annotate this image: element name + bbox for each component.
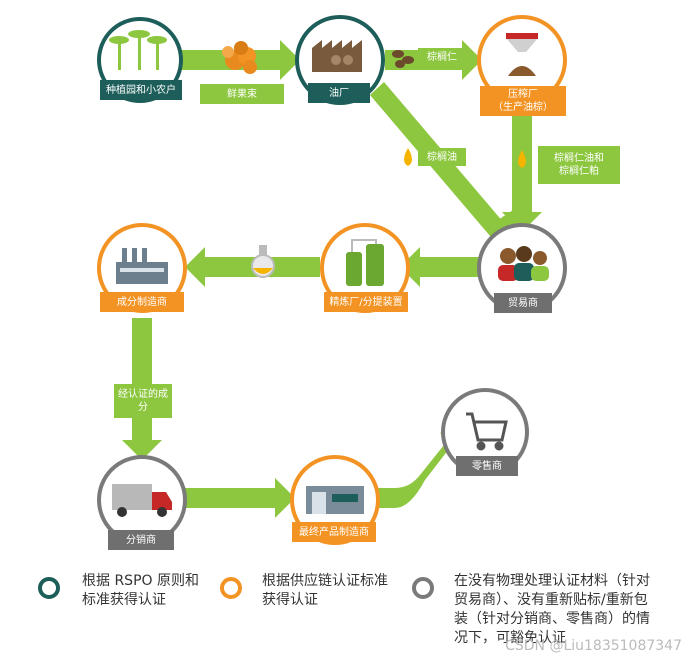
edge-label-kernel-oil: 棕榈仁油和 棕榈仁粕	[538, 146, 620, 184]
label-refinery: 精炼厂/分提装置	[324, 292, 408, 312]
shopping-cart-icon	[466, 412, 508, 451]
flask-icon	[251, 245, 275, 278]
legend-orange-text: 根据供应链认证标准 获得认证	[262, 573, 388, 608]
people-icon	[498, 246, 549, 281]
node-refinery	[320, 223, 410, 313]
label-ingredient: 成分制造商	[100, 292, 184, 312]
legend-gray-text: 在没有物理处理认证材料（针对 贸易商）、没有重新贴标/重新包 装（针对分销商、零…	[454, 573, 650, 646]
legend-gray-dot	[412, 577, 434, 599]
fruit-bunch-icon	[222, 41, 257, 74]
kernel-icon	[392, 50, 414, 68]
node-ingredient	[97, 223, 187, 313]
tanks-icon	[346, 239, 384, 286]
legend-teal-text: 根据 RSPO 原则和 标准获得认证	[82, 573, 199, 608]
node-crusher	[477, 15, 567, 105]
label-retailer: 零售商	[456, 456, 518, 476]
palm-trees-icon	[109, 30, 167, 70]
legend-teal-dot	[38, 577, 60, 599]
label-plantation: 种植园和小农户	[100, 80, 182, 100]
edge-label-ffb: 鲜果束	[200, 84, 284, 104]
factory-building-icon	[116, 248, 168, 284]
edge-label-certified: 经认证的成 分	[114, 384, 172, 418]
oil-drop-icon-2	[518, 150, 526, 168]
label-distributor: 分销商	[108, 530, 174, 550]
edge-label-kernel: 棕榈仁	[418, 48, 466, 66]
label-crusher: 压榨厂 （生产油棕）	[480, 86, 566, 116]
label-final-product: 最终产品制造商	[292, 522, 376, 542]
node-mill	[295, 15, 385, 105]
warehouse-icon	[306, 486, 364, 514]
edge-label-palm-oil: 棕榈油	[418, 148, 466, 166]
oil-drop-icon	[404, 148, 412, 166]
factory-icon	[312, 40, 362, 72]
truck-icon	[112, 484, 172, 517]
legend-orange-dot	[220, 577, 242, 599]
watermark: CSDN @Liu18351087347	[505, 638, 682, 654]
grinder-icon	[506, 33, 538, 76]
label-mill: 油厂	[308, 83, 370, 103]
label-trader: 贸易商	[494, 293, 552, 313]
node-final-product	[290, 455, 380, 545]
